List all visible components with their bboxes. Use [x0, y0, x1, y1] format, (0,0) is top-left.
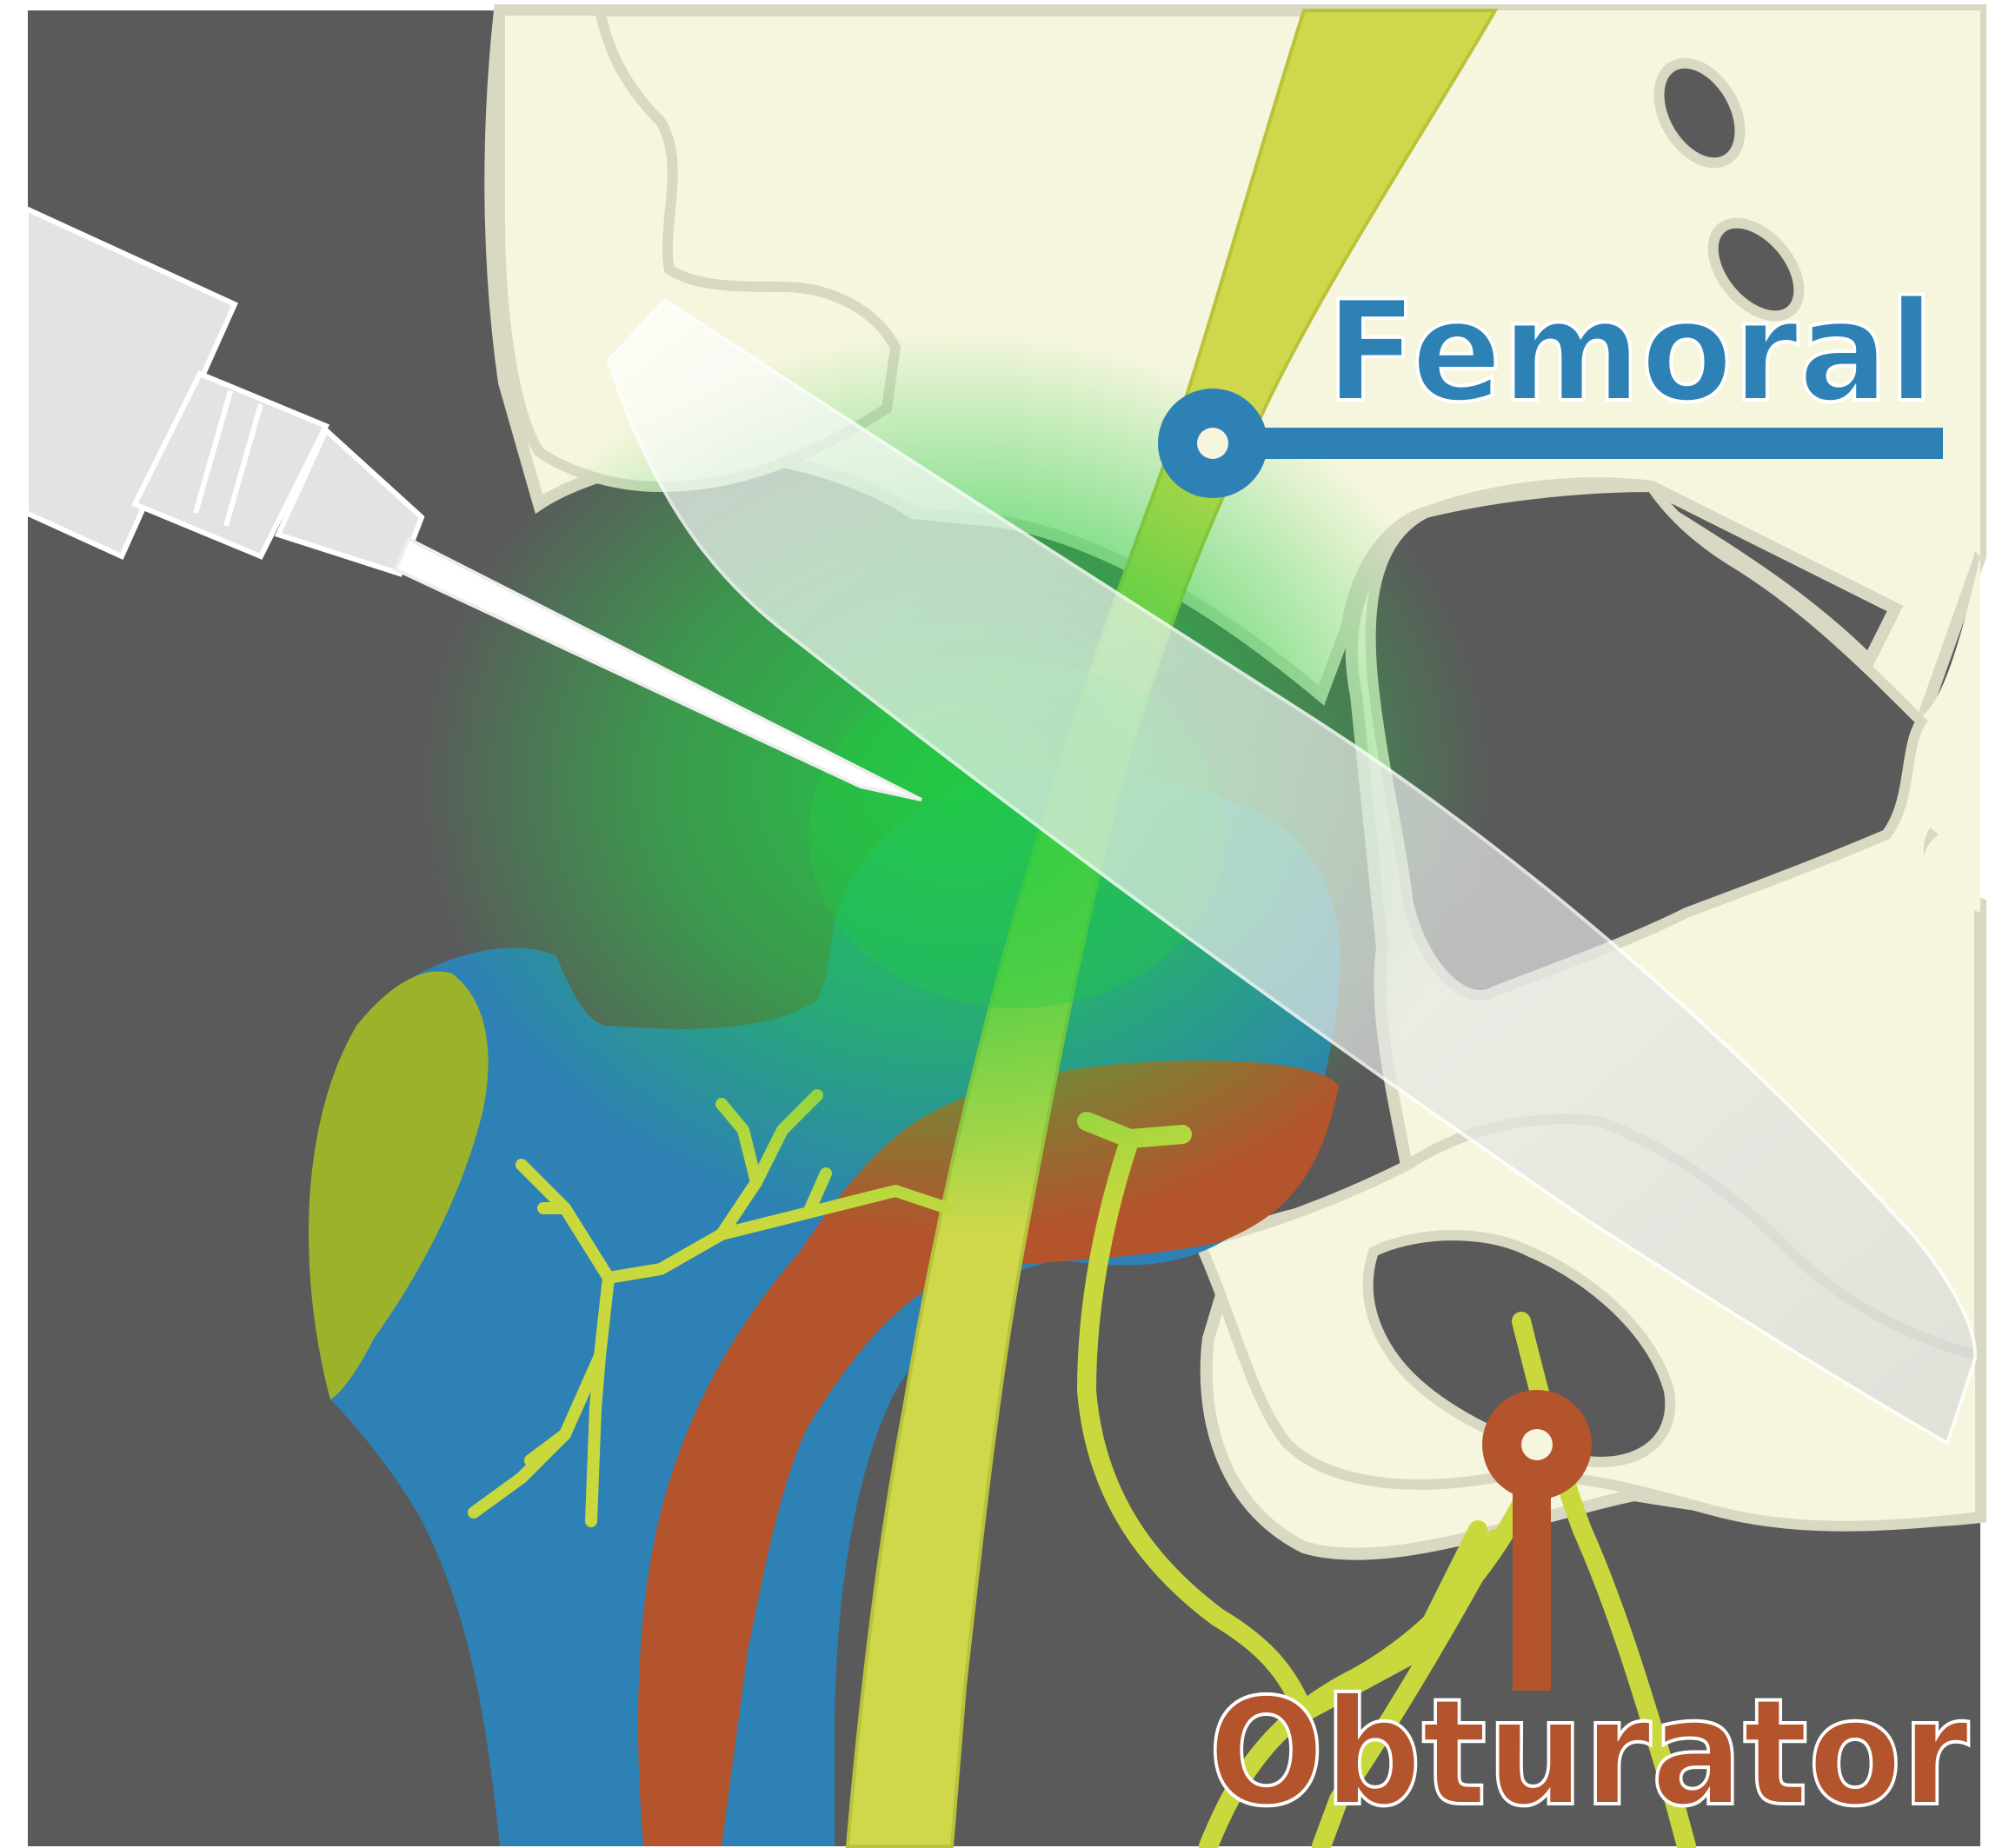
obturator-label: Obturator: [1208, 1667, 1969, 1839]
femoral-label: Femoral: [1326, 270, 1934, 433]
